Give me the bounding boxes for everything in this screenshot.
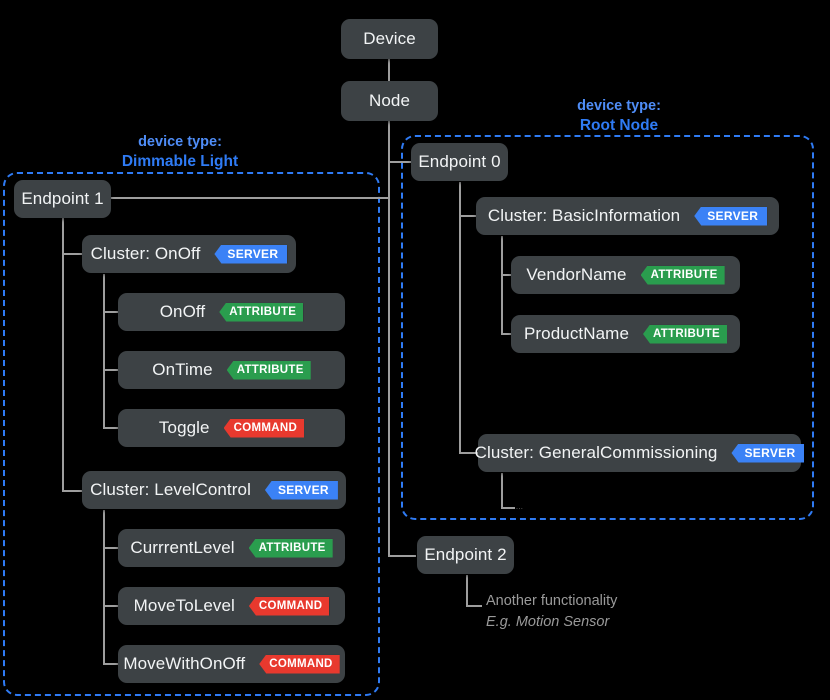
cluster-generalcommissioning-label: Cluster: GeneralCommissioning <box>474 443 718 462</box>
endpoint2-note-line2: E.g. Motion Sensor <box>486 614 610 630</box>
connector-levelcontrol-to-currentlevel <box>103 547 119 549</box>
connector-trunk-to-endpoint1 <box>110 197 389 199</box>
endpoint2-note-line1: Another functionality <box>486 593 618 609</box>
group-root-node <box>401 135 814 520</box>
member-movetolevel-command[interactable]: MoveToLevel COMMAND <box>118 587 345 625</box>
device-type-dimmable-light: device type: Dimmable Light <box>90 133 270 171</box>
badge-server: SERVER <box>694 206 768 226</box>
node-device-label: Device <box>363 29 416 48</box>
member-movetolevel-command-label: MoveToLevel <box>133 596 235 615</box>
generalcommissioning-more-label: ... <box>516 504 524 511</box>
connector-trunk-to-endpoint0 <box>388 161 414 163</box>
connector-onoff-to-toggle-cmd <box>103 427 119 429</box>
connector-node-trunk <box>388 120 390 556</box>
connector-endpoint1-spine <box>62 218 64 491</box>
member-movewithonoff-command[interactable]: MoveWithOnOff COMMAND <box>118 645 345 683</box>
node-endpoint-2-label: Endpoint 2 <box>424 545 507 564</box>
member-currentlevel-attribute[interactable]: CurrrentLevel ATTRIBUTE <box>118 529 345 567</box>
device-type-name: Root Node <box>579 117 659 134</box>
connector-onoff-spine <box>103 274 105 428</box>
connector-endpoint1-to-onoff <box>62 253 82 255</box>
badge-attribute: ATTRIBUTE <box>219 302 304 322</box>
member-productname-attribute[interactable]: ProductName ATTRIBUTE <box>511 315 740 353</box>
badge-server: SERVER <box>214 244 288 264</box>
node-endpoint-2[interactable]: Endpoint 2 <box>417 536 514 574</box>
badge-attribute: ATTRIBUTE <box>248 538 333 558</box>
node-endpoint-0-label: Endpoint 0 <box>418 152 501 171</box>
cluster-levelcontrol-label: Cluster: LevelControl <box>90 480 251 499</box>
badge-attribute: ATTRIBUTE <box>226 360 311 380</box>
connector-trunk-to-endpoint2 <box>388 555 416 557</box>
member-vendorname-attribute-label: VendorName <box>526 265 627 284</box>
badge-attribute: ATTRIBUTE <box>643 324 728 344</box>
group-dimmable-light <box>3 172 380 696</box>
member-productname-attribute-label: ProductName <box>523 324 630 343</box>
node-node[interactable]: Node <box>341 81 438 121</box>
node-device[interactable]: Device <box>341 19 438 59</box>
node-endpoint-1[interactable]: Endpoint 1 <box>14 180 111 218</box>
member-movewithonoff-command-label: MoveWithOnOff <box>123 654 246 673</box>
connector-endpoint0-spine <box>459 182 461 453</box>
badge-command: COMMAND <box>223 418 305 438</box>
connector-endpoint2-to-note <box>466 605 482 607</box>
connector-endpoint1-to-levelcontrol <box>62 490 82 492</box>
device-type-root-node: device type: Root Node <box>529 97 709 135</box>
connector-basicinformation-to-productname <box>501 333 514 335</box>
connector-onoff-to-ontime-attr <box>103 369 119 371</box>
badge-command: COMMAND <box>259 654 340 674</box>
connector-basicinformation-spine <box>501 236 503 334</box>
connector-levelcontrol-spine <box>103 510 105 664</box>
node-node-label: Node <box>368 91 411 110</box>
connector-device-to-node <box>388 58 390 82</box>
connector-generalcommissioning-spine <box>501 473 503 508</box>
device-type-caption: device type: <box>138 134 222 150</box>
connector-endpoint0-to-generalcommissioning <box>459 452 479 454</box>
connector-endpoint2-spine <box>466 575 468 606</box>
badge-command: COMMAND <box>248 596 330 616</box>
member-toggle-command[interactable]: Toggle COMMAND <box>118 409 345 447</box>
cluster-onoff-label: Cluster: OnOff <box>90 244 201 263</box>
connector-levelcontrol-to-movewithonoff <box>103 663 119 665</box>
connector-endpoint0-to-basicinformation <box>459 215 477 217</box>
member-onoff-attribute[interactable]: OnOff ATTRIBUTE <box>118 293 345 331</box>
cluster-basicinformation[interactable]: Cluster: BasicInformation SERVER <box>476 197 779 235</box>
node-endpoint-0[interactable]: Endpoint 0 <box>411 143 508 181</box>
connector-generalcommissioning-to-more <box>501 507 515 509</box>
member-toggle-command-label: Toggle <box>158 418 210 437</box>
connector-levelcontrol-to-movetolevel <box>103 605 119 607</box>
connector-onoff-to-onoff-attr <box>103 311 119 313</box>
node-endpoint-1-label: Endpoint 1 <box>21 189 104 208</box>
cluster-levelcontrol[interactable]: Cluster: LevelControl SERVER <box>82 471 346 509</box>
device-type-name: Dimmable Light <box>121 153 239 170</box>
cluster-generalcommissioning[interactable]: Cluster: GeneralCommissioning SERVER <box>474 434 805 472</box>
member-onoff-attribute-label: OnOff <box>159 302 206 321</box>
device-type-caption: device type: <box>577 98 661 114</box>
cluster-onoff[interactable]: Cluster: OnOff SERVER <box>82 235 296 273</box>
badge-server: SERVER <box>731 443 805 463</box>
badge-attribute: ATTRIBUTE <box>640 265 725 285</box>
endpoint2-note: Another functionality E.g. Motion Sensor <box>486 591 617 633</box>
badge-server: SERVER <box>264 480 338 500</box>
connector-basicinformation-to-vendorname <box>501 274 514 276</box>
member-currentlevel-attribute-label: CurrrentLevel <box>130 538 235 557</box>
member-vendorname-attribute[interactable]: VendorName ATTRIBUTE <box>511 256 740 294</box>
member-ontime-attribute[interactable]: OnTime ATTRIBUTE <box>118 351 345 389</box>
member-ontime-attribute-label: OnTime <box>152 360 213 379</box>
cluster-basicinformation-label: Cluster: BasicInformation <box>487 206 681 225</box>
